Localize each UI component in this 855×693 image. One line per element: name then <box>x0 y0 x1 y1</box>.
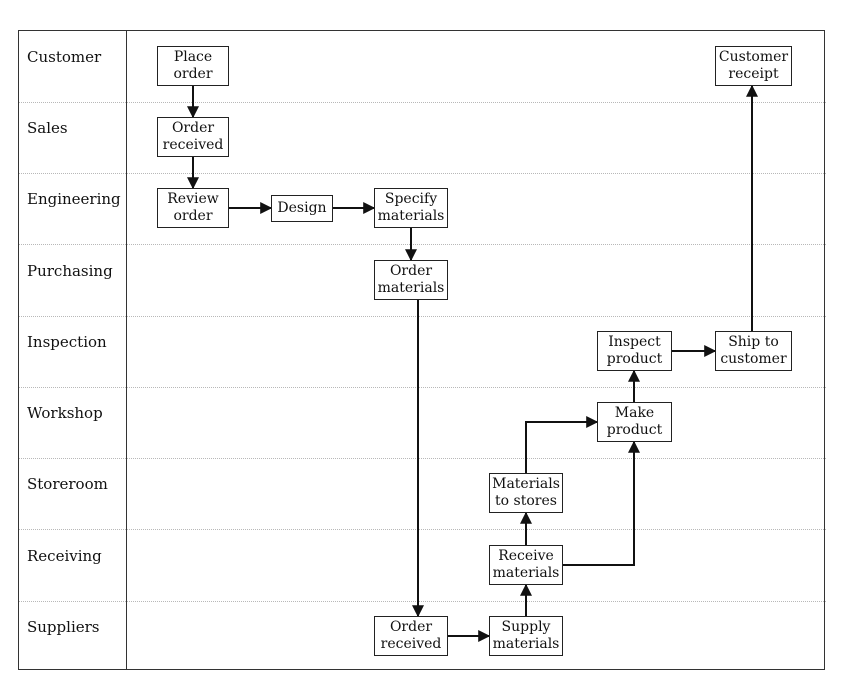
diagram-frame: Customer Sales Engineering Purchasing In… <box>18 30 826 670</box>
node-receive-materials: Receive materials <box>489 545 563 585</box>
node-order-received-sales: Order received <box>157 117 229 157</box>
node-place-order: Place order <box>157 46 229 86</box>
node-specify-materials: Specify materials <box>374 188 448 228</box>
node-design: Design <box>271 195 333 222</box>
lane-divider <box>19 244 826 245</box>
lane-label-inspection: Inspection <box>27 333 107 351</box>
node-materials-to-stores: Materials to stores <box>489 473 563 513</box>
lane-label-suppliers: Suppliers <box>27 618 100 636</box>
node-supply-materials: Supply materials <box>489 616 563 656</box>
node-ship-to-customer: Ship to customer <box>715 331 792 371</box>
lane-divider <box>19 173 826 174</box>
lane-label-storeroom: Storeroom <box>27 475 108 493</box>
lane-divider <box>19 102 826 103</box>
lane-label-sales: Sales <box>27 119 68 137</box>
node-order-materials: Order materials <box>374 260 448 300</box>
lane-divider <box>19 529 826 530</box>
lane-label-workshop: Workshop <box>27 404 103 422</box>
node-order-received-suppliers: Order received <box>374 616 448 656</box>
lane-label-receiving: Receiving <box>27 547 102 565</box>
lane-label-customer: Customer <box>27 48 102 66</box>
node-review-order: Review order <box>157 188 229 228</box>
lane-divider <box>19 458 826 459</box>
lane-label-purchasing: Purchasing <box>27 262 113 280</box>
lane-label-engineering: Engineering <box>27 190 121 208</box>
lane-divider <box>19 387 826 388</box>
node-customer-receipt: Customer receipt <box>715 46 792 86</box>
lane-label-column-divider <box>126 31 127 669</box>
lane-divider <box>19 601 826 602</box>
node-make-product: Make product <box>597 402 672 442</box>
node-inspect-product: Inspect product <box>597 331 672 371</box>
lane-divider <box>19 316 826 317</box>
